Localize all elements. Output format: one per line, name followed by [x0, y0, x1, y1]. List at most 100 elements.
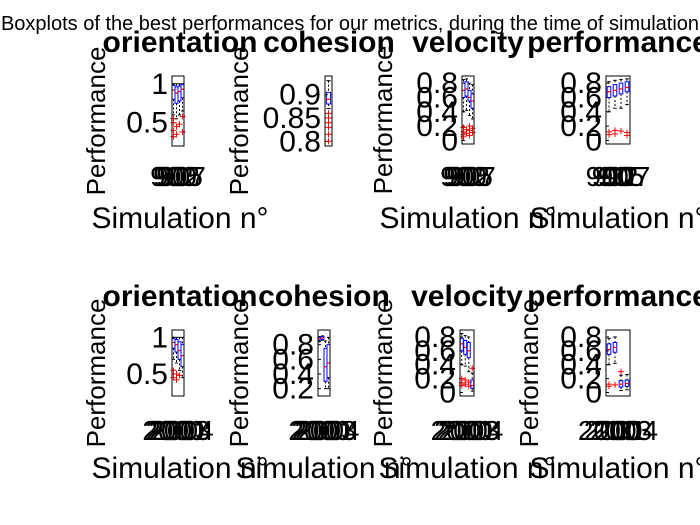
box-2	[612, 79, 618, 137]
plot-frame	[605, 329, 631, 397]
box-1	[606, 81, 612, 138]
box-3	[176, 83, 183, 128]
box-iqr	[624, 81, 630, 93]
x-tick-label: 2000	[431, 415, 493, 446]
x-tick-label: 902	[443, 161, 490, 192]
y-axis-label: Performance	[514, 299, 544, 448]
outlier-marker	[606, 383, 612, 390]
y-tick-label: 0.6	[560, 335, 602, 368]
box-3	[176, 336, 183, 379]
y-tick-label: 0	[585, 124, 602, 157]
box-2	[612, 336, 618, 388]
x-tick-label: 907	[159, 161, 206, 192]
y-tick-label: 0.2	[272, 373, 314, 406]
outlier-marker	[325, 124, 332, 131]
subplot-title: velocity	[412, 26, 524, 59]
box-iqr	[325, 91, 332, 105]
x-axis-label: Simulation n°	[91, 452, 268, 485]
x-tick-label: 2004	[297, 415, 359, 446]
x-axis-label: Simulation n°	[529, 452, 700, 485]
outlier-marker	[173, 371, 180, 377]
x-tick-label: 2003	[438, 415, 500, 446]
x-tick-label: 2000	[578, 415, 640, 446]
x-tick-label: 2001	[145, 415, 207, 446]
subplot-title: cohesion	[258, 280, 390, 313]
y-tick-label: 0.4	[560, 349, 602, 382]
x-tick-label: 907	[449, 161, 496, 192]
outlier-marker	[176, 121, 183, 128]
y-tick-label: 0.8	[560, 67, 602, 100]
y-tick-label: 0.85	[263, 102, 321, 135]
y-axis-label: Performance	[224, 47, 254, 196]
outlier-marker	[173, 376, 180, 383]
x-tick-label: 2003	[148, 415, 210, 446]
outlier-marker	[325, 138, 332, 145]
y-tick-label: 0	[439, 377, 456, 410]
box-4	[469, 84, 476, 136]
plot-frame	[459, 329, 475, 397]
x-tick-label: 2000	[288, 415, 350, 446]
x-tick-label: 2003	[294, 415, 356, 446]
y-axis-label: Performance	[368, 299, 398, 448]
plot-frame	[317, 329, 331, 397]
box-1	[170, 83, 177, 140]
outlier-marker	[606, 131, 612, 138]
x-tick-label: 900	[440, 161, 487, 192]
box-1	[325, 80, 332, 145]
x-tick-label: 900	[150, 161, 197, 192]
box-4	[624, 373, 630, 391]
box-3	[618, 79, 624, 135]
outlier-marker	[176, 372, 183, 379]
y-tick-label: 1	[151, 68, 168, 101]
y-tick-label: 0.5	[126, 358, 168, 391]
outlier-marker	[624, 132, 630, 139]
box-2	[173, 336, 180, 383]
y-tick-label: 0.8	[272, 329, 314, 362]
outlier-marker	[462, 381, 469, 388]
y-tick-label: 0.5	[126, 107, 168, 140]
x-tick-label: 902	[153, 161, 200, 192]
subplot-title: performance	[527, 26, 700, 59]
y-tick-label: 0.4	[414, 349, 456, 382]
y-axis-label: Performance	[368, 46, 398, 195]
y-tick-label: 0.8	[416, 67, 458, 100]
y-axis-label: Performance	[81, 47, 111, 196]
x-tick-label: 900	[586, 161, 633, 192]
box-3	[618, 368, 624, 391]
outlier-marker	[170, 367, 177, 374]
y-tick-label: 0.6	[560, 81, 602, 114]
y-tick-label: 1	[151, 321, 168, 354]
x-axis-label: Simulation n°	[529, 202, 700, 235]
outlier-marker	[466, 132, 473, 139]
outlier-marker	[179, 113, 186, 120]
x-tick-label: 905	[446, 161, 493, 192]
x-tick-label: 2004	[441, 415, 503, 446]
plot-frame	[461, 75, 475, 145]
x-tick-label: 905	[598, 161, 645, 192]
y-tick-label: 0.8	[560, 321, 602, 354]
outlier-marker	[170, 119, 177, 126]
y-tick-label: 0.4	[560, 96, 602, 129]
outlier-marker	[179, 129, 186, 135]
outlier-marker	[325, 131, 332, 138]
subplot-title: performance	[527, 280, 700, 313]
subplot-title: cohesion	[263, 26, 395, 59]
x-axis-label: Simulation n°	[91, 202, 268, 235]
y-axis-label: Performance	[81, 299, 111, 448]
y-axis-label: Performance	[224, 299, 254, 448]
plot-frame	[605, 75, 631, 145]
box-2	[462, 335, 469, 388]
y-tick-label: 0	[441, 124, 458, 157]
box-2	[463, 78, 470, 137]
y-tick-label: 0.8	[279, 125, 321, 158]
y-tick-label: 0.2	[414, 363, 456, 396]
subplot-title: orientation	[103, 26, 258, 59]
